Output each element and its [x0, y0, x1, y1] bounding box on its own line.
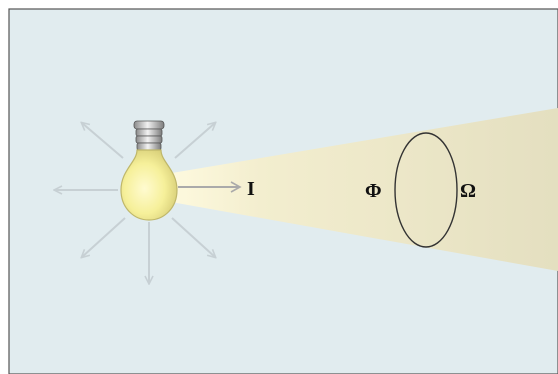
ray-down-left [82, 217, 126, 257]
solid-angle-ellipse [394, 132, 458, 248]
solid-angle-label: Ω [460, 180, 476, 202]
ray-up-right [174, 123, 215, 159]
ray-up-left [82, 123, 124, 159]
light-beam [160, 108, 558, 271]
radiating-arrows [55, 123, 215, 283]
intensity-label: I [247, 178, 255, 200]
lightbulb-icon [120, 120, 178, 221]
ray-down-right [171, 217, 215, 257]
flux-label: Φ [365, 180, 382, 202]
